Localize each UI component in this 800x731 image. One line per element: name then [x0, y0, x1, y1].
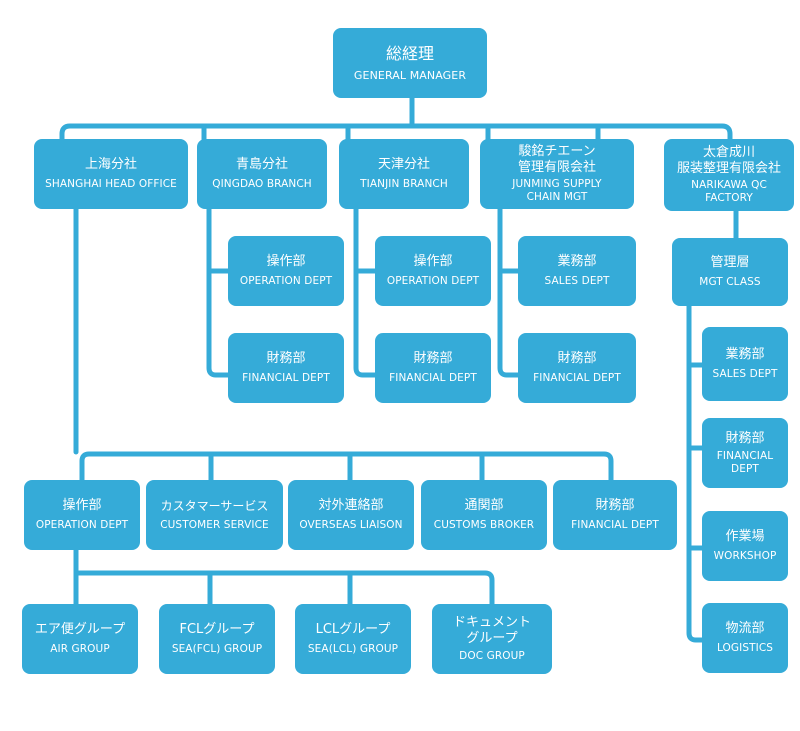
narikawa-logistics-en: LOGISTICS	[716, 642, 774, 654]
doc-group-en: DOC GROUP	[459, 650, 525, 662]
customer-service-en: CUSTOMER SERVICE	[160, 519, 269, 531]
narikawa-sales-dept-box: 業務部 SALES DEPT	[702, 327, 788, 401]
general-manager-en: GENERAL MANAGER	[353, 69, 467, 82]
shanghai-operation-dept-box: 操作部 OPERATION DEPT	[24, 480, 140, 550]
junming-sales-dept-box: 業務部 SALES DEPT	[518, 236, 636, 306]
shanghai-operation-jp: 操作部	[62, 498, 102, 513]
narikawa-mgt-jp: 管理層	[710, 255, 750, 270]
narikawa-workshop-box: 作業場 WORKSHOP	[702, 511, 788, 581]
tianjin-operation-dept-box: 操作部 OPERATION DEPT	[375, 236, 491, 306]
shanghai-head-office-box: 上海分社 SHANGHAI HEAD OFFICE	[34, 139, 188, 209]
shanghai-operation-en: OPERATION DEPT	[35, 519, 129, 531]
junming-sales-en: SALES DEPT	[544, 275, 610, 287]
narikawa-workshop-jp: 作業場	[725, 529, 765, 544]
narikawa-jp: 太倉成川 服装整理有限会社	[676, 145, 781, 176]
tianjin-financial-en: FINANCIAL DEPT	[389, 372, 477, 384]
fcl-group-jp: FCLグループ	[179, 622, 255, 637]
shanghai-financial-dept-box: 財務部 FINANCIAL DEPT	[553, 480, 677, 550]
junming-sales-jp: 業務部	[557, 254, 597, 269]
qingdao-operation-en: OPERATION DEPT	[239, 275, 333, 287]
narikawa-logistics-jp: 物流部	[725, 621, 765, 636]
customer-service-jp: カスタマーサービス	[160, 499, 269, 513]
tianjin-operation-en: OPERATION DEPT	[386, 275, 480, 287]
qingdao-operation-dept-box: 操作部 OPERATION DEPT	[228, 236, 344, 306]
shanghai-financial-jp: 財務部	[595, 498, 635, 513]
tianjin-financial-dept-box: 財務部 FINANCIAL DEPT	[375, 333, 491, 403]
narikawa-financial-dept-box: 財務部 FINANCIAL DEPT	[702, 418, 788, 488]
narikawa-box: 太倉成川 服装整理有限会社 NARIKAWA QC FACTORY	[664, 139, 794, 211]
tianjin-jp: 天津分社	[377, 157, 430, 172]
overseas-liaison-en: OVERSEAS LIAISON	[299, 519, 403, 531]
general-manager-jp: 総経理	[385, 44, 434, 63]
shanghai-financial-en: FINANCIAL DEPT	[571, 519, 659, 531]
customs-broker-en: CUSTOMS BROKER	[433, 519, 535, 531]
junming-financial-en: FINANCIAL DEPT	[533, 372, 621, 384]
qingdao-financial-en: FINANCIAL DEPT	[242, 372, 330, 384]
junming-en: JUNMING SUPPLY CHAIN MGT	[512, 178, 602, 203]
narikawa-mgt-en: MGT CLASS	[699, 276, 761, 288]
qingdao-financial-jp: 財務部	[266, 351, 306, 366]
tianjin-branch-box: 天津分社 TIANJIN BRANCH	[339, 139, 469, 209]
general-manager-box: 総経理 GENERAL MANAGER	[333, 28, 487, 98]
customs-broker-jp: 通関部	[464, 498, 504, 513]
fcl-group-en: SEA(FCL) GROUP	[171, 643, 263, 655]
narikawa-financial-jp: 財務部	[725, 430, 765, 446]
air-group-en: AIR GROUP	[50, 643, 110, 655]
narikawa-sales-jp: 業務部	[725, 347, 765, 362]
shanghai-en: SHANGHAI HEAD OFFICE	[45, 178, 177, 190]
qingdao-jp: 青島分社	[235, 157, 288, 172]
tianjin-en: TIANJIN BRANCH	[360, 178, 448, 190]
lcl-group-en: SEA(LCL) GROUP	[307, 643, 399, 655]
air-group-box: エア便グループ AIR GROUP	[22, 604, 138, 674]
customer-service-box: カスタマーサービス CUSTOMER SERVICE	[146, 480, 283, 550]
shanghai-jp: 上海分社	[84, 157, 137, 172]
customs-broker-box: 通関部 CUSTOMS BROKER	[421, 480, 547, 550]
tianjin-financial-jp: 財務部	[413, 351, 453, 366]
narikawa-workshop-en: WORKSHOP	[713, 550, 777, 562]
junming-financial-dept-box: 財務部 FINANCIAL DEPT	[518, 333, 636, 403]
junming-jp: 駿銘チエーン 管理有限会社	[517, 144, 596, 175]
qingdao-financial-dept-box: 財務部 FINANCIAL DEPT	[228, 333, 344, 403]
narikawa-logistics-box: 物流部 LOGISTICS	[702, 603, 788, 673]
lcl-group-jp: LCLグループ	[315, 622, 391, 637]
narikawa-en: NARIKAWA QC FACTORY	[691, 179, 767, 204]
qingdao-branch-box: 青島分社 QINGDAO BRANCH	[197, 139, 327, 209]
air-group-jp: エア便グループ	[34, 622, 126, 637]
qingdao-en: QINGDAO BRANCH	[212, 178, 312, 190]
fcl-group-box: FCLグループ SEA(FCL) GROUP	[159, 604, 275, 674]
overseas-liaison-box: 対外連絡部 OVERSEAS LIAISON	[288, 480, 414, 550]
narikawa-financial-en: FINANCIAL DEPT	[716, 449, 774, 475]
qingdao-operation-jp: 操作部	[266, 254, 306, 269]
tianjin-operation-jp: 操作部	[413, 254, 453, 269]
overseas-liaison-jp: 対外連絡部	[318, 498, 384, 513]
junming-financial-jp: 財務部	[557, 351, 597, 366]
junming-box: 駿銘チエーン 管理有限会社 JUNMING SUPPLY CHAIN MGT	[480, 139, 634, 209]
narikawa-sales-en: SALES DEPT	[712, 368, 778, 380]
lcl-group-box: LCLグループ SEA(LCL) GROUP	[295, 604, 411, 674]
narikawa-mgt-class-box: 管理層 MGT CLASS	[672, 238, 788, 306]
doc-group-box: ドキュメント グループ DOC GROUP	[432, 604, 552, 674]
doc-group-jp: ドキュメント グループ	[452, 615, 531, 646]
